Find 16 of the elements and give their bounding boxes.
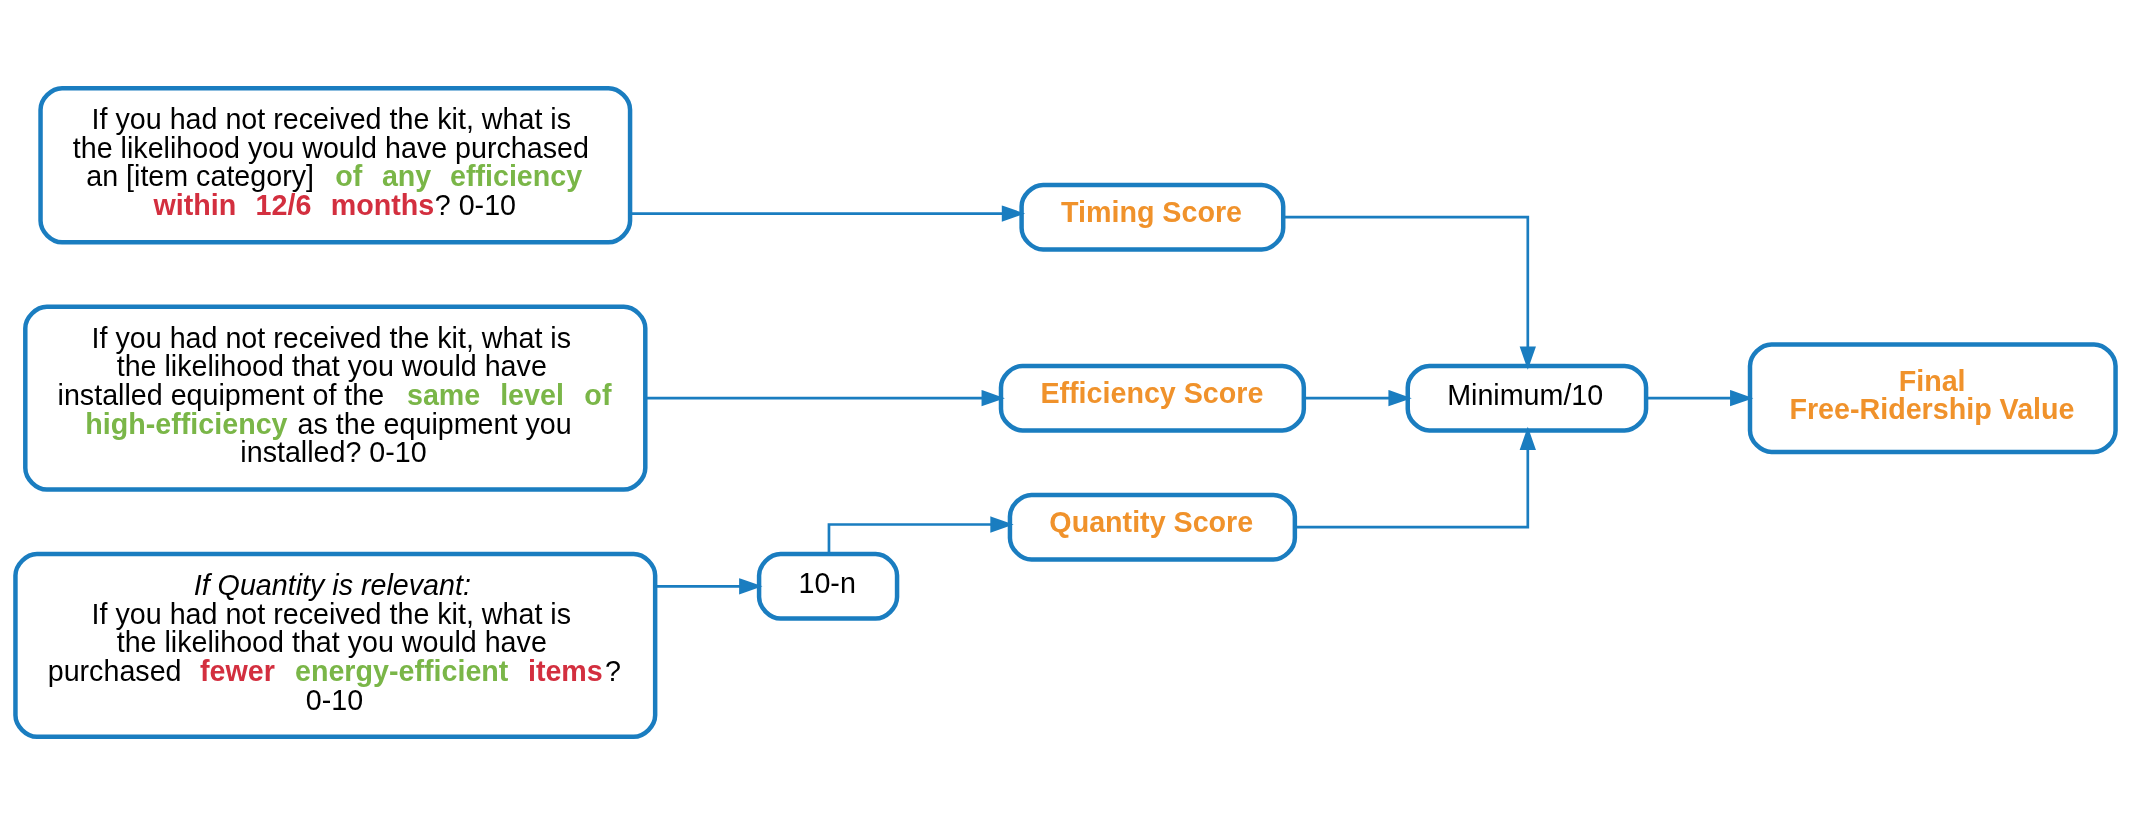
arrow	[655, 577, 763, 594]
node-box: Efficiency Score	[998, 363, 1307, 433]
arrow	[1283, 215, 1536, 370]
arrow	[1646, 389, 1754, 406]
node-box: Final Free-Ridership Value	[1747, 341, 2118, 454]
node-box: Minimum/10	[1405, 363, 1649, 433]
arrow	[1294, 426, 1536, 529]
node-box: If you had not received the kit, what is the likelihood that you would have installed equipment of the same level of high-efficiency as the equipment you installed? 0-10	[23, 304, 648, 492]
arrow	[1304, 389, 1412, 406]
arrow	[645, 389, 1005, 406]
node-box: If Quantity is relevant: If you had not received the kit, what is the likelihood that you would have purchased fewer energy-efficient items? 0-10	[13, 551, 658, 739]
node-box: Quantity Score	[1007, 492, 1298, 562]
arrow	[630, 204, 1026, 222]
node-box: 10-n	[756, 551, 900, 621]
node-box: Timing Score	[1019, 182, 1286, 252]
node-box: If you had not received the kit, what is the likelihood you would have purchased an [item category] of any efficiency within 12/6 months? 0-10	[38, 85, 633, 244]
